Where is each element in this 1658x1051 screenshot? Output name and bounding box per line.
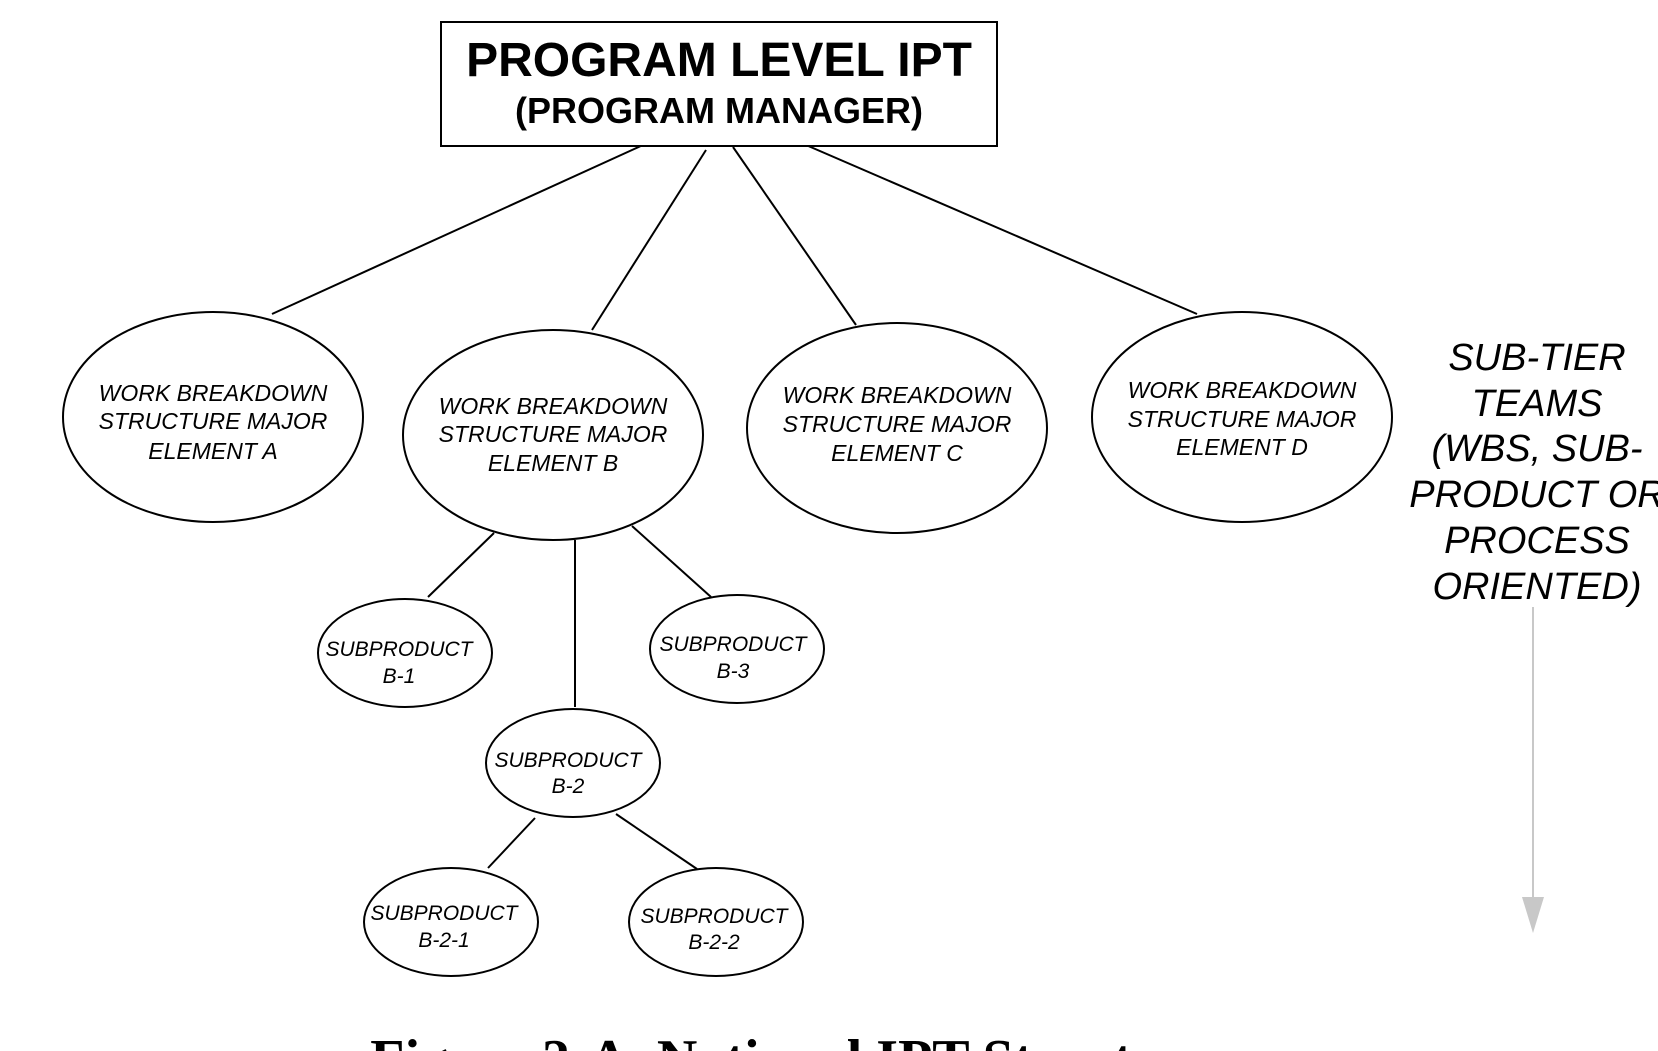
wbs-element-b bbox=[402, 329, 704, 541]
subproduct-b-3-line-2: B-3 bbox=[717, 660, 750, 683]
sub-tier-teams-line-2: TEAMS bbox=[1472, 383, 1603, 425]
subproduct-b-2-2-line-2: B-2-2 bbox=[688, 931, 740, 954]
wbs-element-a-line-1: WORK BREAKDOWN bbox=[99, 380, 328, 406]
subproduct-b-1-line-2: B-1 bbox=[383, 665, 416, 688]
wbs-element-a-line-2: STRUCTURE MAJOR bbox=[99, 408, 328, 434]
connector-b2-to-b21 bbox=[487, 817, 536, 869]
subproduct-b-2-2 bbox=[628, 867, 804, 977]
subproduct-b-1-line-1: SUBPRODUCT bbox=[325, 638, 474, 661]
sub-tier-teams-line-6: ORIENTED) bbox=[1433, 566, 1642, 608]
subproduct-b-2-line-2: B-2 bbox=[552, 775, 585, 798]
subproduct-b-2 bbox=[485, 708, 661, 818]
wbs-element-b-line-2: STRUCTURE MAJOR bbox=[439, 421, 668, 447]
wbs-element-c-line-2: STRUCTURE MAJOR bbox=[783, 411, 1012, 437]
subproduct-b-2-line-1: SUBPRODUCT bbox=[494, 749, 643, 772]
wbs-element-d bbox=[1091, 311, 1393, 523]
subproduct-b-2-1-line-2: B-2-1 bbox=[418, 929, 469, 952]
wbs-element-c-line-3: ELEMENT C bbox=[831, 440, 963, 466]
sub-tier-teams-line-3: (WBS, SUB- bbox=[1431, 428, 1642, 470]
figure-caption: Figure 2-A. Notional IPT Structure bbox=[370, 1029, 1212, 1051]
subproduct-b-1 bbox=[317, 598, 493, 708]
sub-tier-teams-line-1: SUB-TIER bbox=[1448, 337, 1625, 379]
wbs-element-c bbox=[746, 322, 1048, 534]
subproduct-b-3 bbox=[649, 594, 825, 704]
subproduct-b-2-1 bbox=[363, 867, 539, 977]
wbs-element-b-line-3: ELEMENT B bbox=[488, 450, 618, 476]
subproduct-b-2-1-line-1: SUBPRODUCT bbox=[370, 902, 519, 925]
wbs-element-d-line-2: STRUCTURE MAJOR bbox=[1128, 406, 1357, 432]
connector-b-to-b1 bbox=[427, 532, 495, 598]
connector-root-to-c bbox=[732, 146, 857, 326]
connector-root-to-b bbox=[591, 149, 707, 331]
connector-b2-to-b22 bbox=[615, 813, 698, 870]
wbs-element-a-line-3: ELEMENT A bbox=[148, 438, 278, 464]
subproduct-b-3-line-1: SUBPRODUCT bbox=[659, 633, 808, 656]
wbs-element-d-line-3: ELEMENT D bbox=[1176, 434, 1308, 460]
connector-b-to-b3 bbox=[631, 525, 712, 598]
program-level-ipt-title: PROGRAM LEVEL IPT bbox=[466, 34, 972, 87]
program-level-ipt-box bbox=[440, 21, 998, 147]
sub-tier-teams-line-5: PROCESS bbox=[1444, 520, 1630, 562]
sub-tier-teams-line-4: PRODUCT OR bbox=[1409, 474, 1658, 516]
downward-arrow-icon bbox=[1522, 897, 1544, 933]
wbs-element-b-line-1: WORK BREAKDOWN bbox=[439, 393, 668, 419]
wbs-element-d-line-1: WORK BREAKDOWN bbox=[1128, 377, 1357, 403]
wbs-element-a bbox=[62, 311, 364, 523]
connector-root-to-d bbox=[805, 144, 1198, 315]
connector-root-to-a bbox=[271, 144, 644, 315]
program-manager-label: (PROGRAM MANAGER) bbox=[515, 90, 923, 131]
subproduct-b-2-2-line-1: SUBPRODUCT bbox=[640, 905, 789, 928]
wbs-element-c-line-1: WORK BREAKDOWN bbox=[783, 382, 1012, 408]
